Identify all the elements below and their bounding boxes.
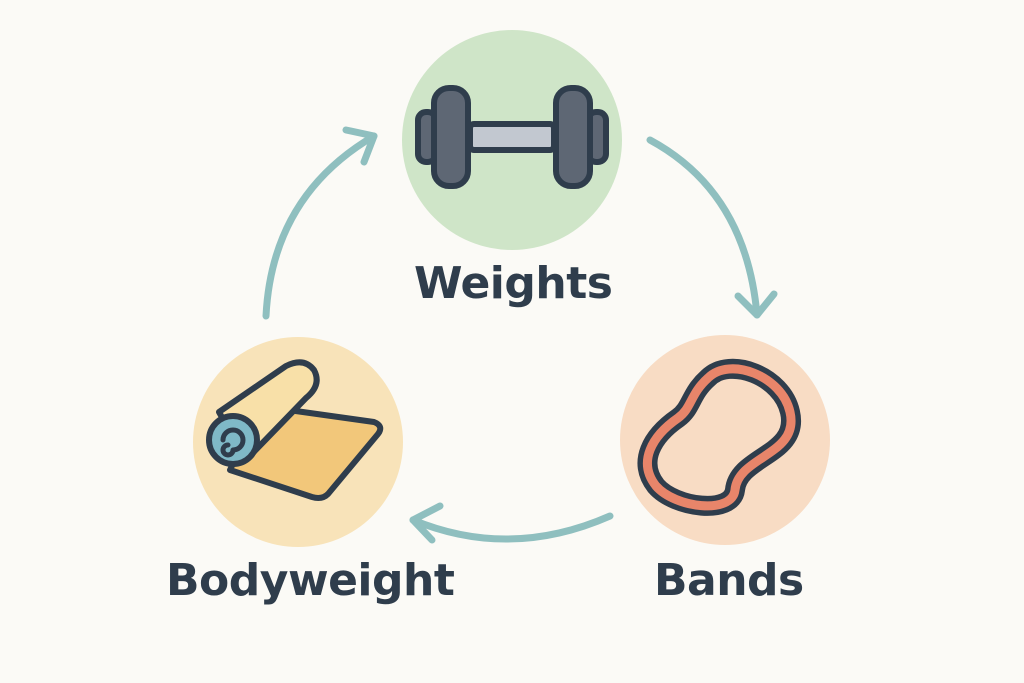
dumbbell-icon (415, 85, 609, 189)
arrow-bands-to-bodyweight (409, 502, 614, 544)
weights-label: Weights (414, 258, 613, 309)
yoga-mat-icon (206, 359, 384, 501)
bands-label: Bands (654, 555, 804, 606)
arrow-bodyweight-to-weights (262, 126, 378, 320)
bodyweight-label: Bodyweight (166, 555, 455, 606)
arrow-weights-to-bands (646, 136, 778, 319)
resistance-band-icon (637, 358, 802, 516)
